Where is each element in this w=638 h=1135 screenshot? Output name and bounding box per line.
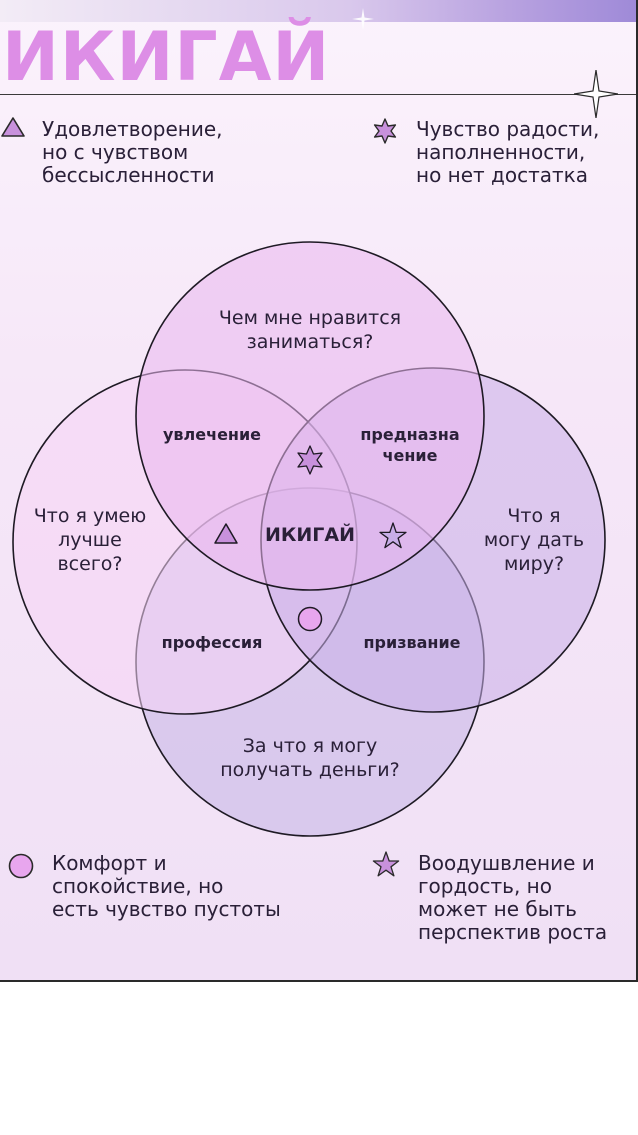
ikigai-venn-diagram: Чем мне нравится заниматься? Что я умею …	[12, 241, 606, 837]
left-question-line2: лучше	[58, 529, 122, 551]
top-banner	[0, 0, 636, 22]
legend-star6-text: Чувство радости, наполненности, но нет д…	[416, 117, 600, 187]
top-question-line1: Чем мне нравится	[219, 307, 401, 329]
triangle-icon	[1, 117, 25, 137]
sparkle-icon	[574, 70, 618, 118]
page-title: ИКИГАЙ	[2, 18, 331, 97]
title-divider	[0, 94, 636, 95]
ikigai-card: ИКИГАЙ Удовлетворение, но с чувством бес…	[0, 0, 638, 982]
circle-marker-icon	[297, 606, 323, 632]
six-point-star-icon	[373, 118, 397, 144]
five-point-star-icon	[372, 851, 400, 877]
top-question-line2: заниматься?	[247, 331, 374, 353]
circle-icon	[8, 853, 34, 879]
bottom-question-line2: получать деньги?	[220, 759, 399, 781]
overlap-profession: профессия	[162, 633, 263, 652]
overlap-mission-line2: чение	[383, 446, 438, 465]
banner-sparkle-icon	[352, 8, 374, 30]
legend-star5-text: Воодушвление и гордость, но может не быт…	[418, 851, 608, 944]
legend-triangle-text: Удовлетворение, но с чувством бессысленн…	[42, 117, 223, 187]
right-question-line1: Что я	[507, 505, 560, 527]
overlap-vocation: призвание	[363, 633, 460, 652]
triangle-marker-icon	[214, 523, 238, 544]
six-point-star-marker-icon	[297, 445, 323, 475]
left-question-line3: всего?	[57, 553, 122, 575]
bottom-question-line1: За что я могу	[243, 735, 377, 757]
center-ikigai-label: ИКИГАЙ	[265, 523, 355, 546]
right-question-line2: могу дать	[484, 529, 584, 551]
circle-top	[135, 241, 485, 591]
right-question-line3: миру?	[504, 553, 564, 575]
five-point-star-marker-icon	[379, 522, 407, 549]
left-question-line1: Что я умею	[34, 505, 147, 527]
overlap-passion: увлечение	[163, 425, 261, 444]
legend-circle-text: Комфорт и спокойствие, но есть чувство п…	[52, 851, 281, 921]
overlap-mission-line1: предназна	[360, 425, 459, 444]
